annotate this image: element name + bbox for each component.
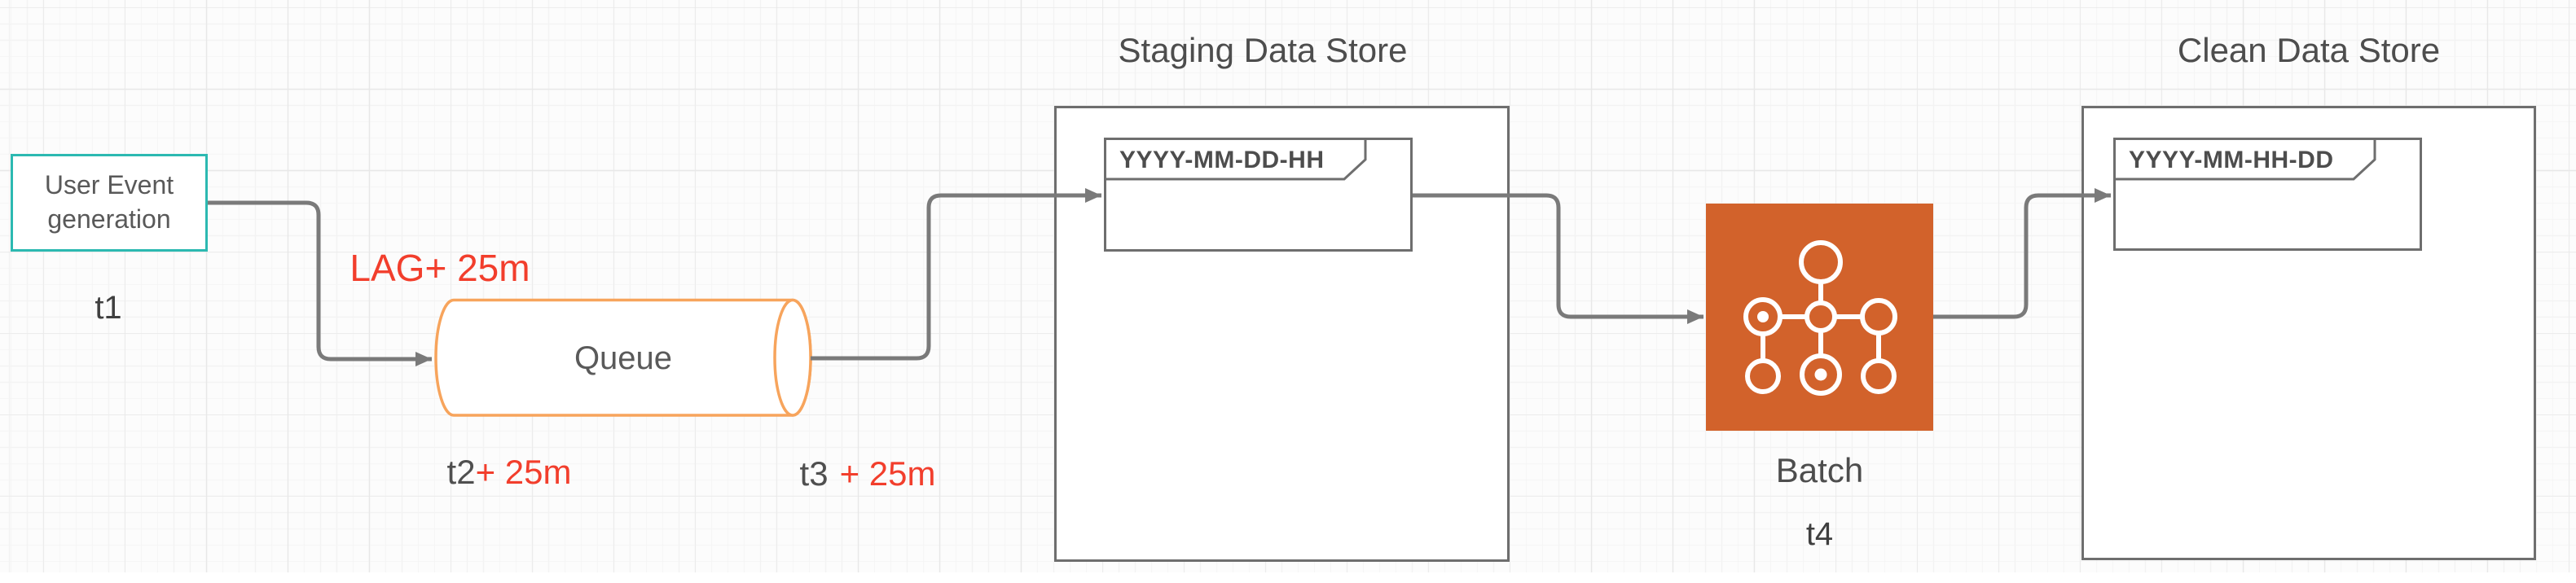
staging-partition-card[interactable]: YYYY-MM-DD-HH: [1104, 138, 1413, 252]
staging-data-store-title: Staging Data Store: [1118, 31, 1408, 69]
folded-corner-strip: [1106, 140, 1367, 181]
user-event-generation-node[interactable]: User Event generation: [11, 154, 208, 252]
t4-time-label[interactable]: t4: [1805, 516, 1834, 552]
user-event-generation-label: User Event generation: [44, 170, 174, 234]
clean-partition-card[interactable]: YYYY-MM-HH-DD: [2113, 138, 2422, 251]
aws-batch-icon: [1743, 240, 1897, 396]
queue-node-label[interactable]: Queue: [574, 340, 673, 376]
staging-partition-label: YYYY-MM-DD-HH: [1119, 147, 1325, 173]
lag-annotation[interactable]: LAG+ 25m: [349, 247, 530, 289]
clean-partition-label: YYYY-MM-HH-DD: [2129, 147, 2334, 173]
t3-delay-value: + 25m: [839, 454, 936, 493]
t2-time-label[interactable]: t2+ 25m: [446, 453, 572, 491]
clean-data-store-title: Clean Data Store: [2177, 31, 2441, 69]
t2-delay-value: + 25m: [475, 453, 572, 491]
aws-batch-node[interactable]: [1706, 204, 1933, 431]
t3-time-label[interactable]: t3+ 25m: [799, 454, 936, 493]
folded-corner-strip: [2116, 140, 2376, 181]
canvas-edge-strip: [0, 572, 2576, 583]
batch-node-label: Batch: [1775, 451, 1864, 489]
t1-time-label[interactable]: t1: [95, 290, 122, 326]
